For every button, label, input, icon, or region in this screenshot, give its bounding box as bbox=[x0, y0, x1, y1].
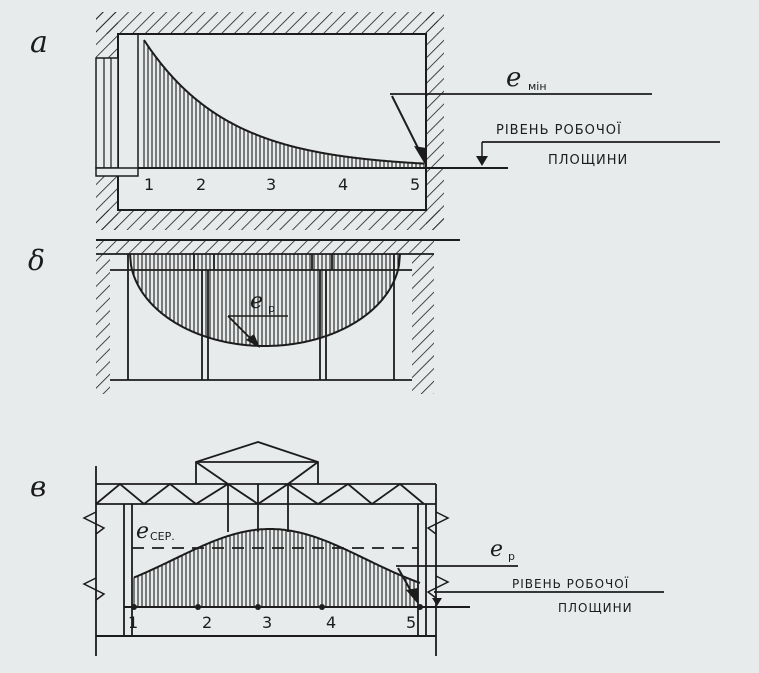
point-label-a-4: 4 bbox=[338, 175, 348, 194]
room-interior-a bbox=[117, 33, 427, 211]
working-level-label-c-line1: РІВЕНЬ РОБОЧОЇ bbox=[512, 576, 629, 591]
point-markers-c bbox=[131, 604, 423, 610]
illuminance-curve-b bbox=[129, 253, 401, 347]
floor-a bbox=[96, 210, 444, 230]
illuminance-curve-a bbox=[143, 39, 425, 168]
window-sill-a bbox=[95, 167, 139, 177]
e-p-sub-c: р bbox=[508, 550, 515, 563]
wall-right-a bbox=[426, 12, 444, 230]
e-p-arrow-c bbox=[406, 588, 418, 604]
point-label-a-1: 1 bbox=[144, 175, 154, 194]
break-mark-right bbox=[426, 511, 450, 535]
e-min-arrow bbox=[414, 146, 426, 166]
panel-c-label: в bbox=[30, 470, 46, 503]
wall-right-b bbox=[412, 254, 434, 394]
panel-a-label: а bbox=[30, 25, 48, 60]
point-label-c-3: 3 bbox=[262, 613, 272, 632]
window-opening-a bbox=[95, 57, 119, 169]
point-label-c-5: 5 bbox=[406, 613, 416, 632]
e-p-label-c: e bbox=[490, 537, 503, 562]
e-min-sub: мін bbox=[528, 80, 547, 93]
break-mark-right-2 bbox=[426, 575, 450, 599]
point-label-c-1: 1 bbox=[128, 613, 138, 632]
level-marker-c bbox=[432, 598, 442, 606]
curve-b-outline bbox=[129, 253, 401, 347]
roof-truss-c bbox=[95, 441, 436, 506]
working-level-label-c-line2: ПЛОЩИНИ bbox=[558, 601, 633, 615]
panel-c: в bbox=[30, 441, 664, 656]
e-avg-sub: СЕР. bbox=[150, 530, 175, 543]
break-mark-left bbox=[82, 511, 106, 535]
level-marker-a bbox=[476, 156, 488, 166]
curve-c-outline bbox=[133, 528, 421, 584]
e-p-sub-b: р bbox=[268, 302, 275, 315]
point-label-a-3: 3 bbox=[266, 175, 276, 194]
e-p-label-b: e bbox=[250, 289, 263, 314]
working-level-label-a-line1: РІВЕНЬ РОБОЧОЇ bbox=[496, 122, 622, 138]
point-label-c-2: 2 bbox=[202, 613, 212, 632]
point-label-a-2: 2 bbox=[196, 175, 206, 194]
wall-left-b bbox=[96, 254, 110, 394]
working-level-label-a-line2: ПЛОЩИНИ bbox=[548, 153, 628, 168]
point-label-c-4: 4 bbox=[326, 613, 336, 632]
illuminance-curve-c bbox=[133, 528, 421, 607]
break-mark-left-2 bbox=[82, 577, 106, 601]
roof-b bbox=[96, 240, 434, 254]
e-p-arrow-b bbox=[246, 334, 260, 348]
panel-b: δ e р bbox=[28, 239, 460, 394]
wall-top-a bbox=[96, 12, 438, 34]
e-min-label: e bbox=[506, 63, 521, 93]
e-avg-label: e bbox=[136, 519, 149, 544]
point-label-a-5: 5 bbox=[410, 175, 420, 194]
panel-b-label: δ bbox=[28, 244, 45, 277]
panel-a: а 1 2 3 4 5 e мін РІВЕНЬ РОБОЧОЇ bbox=[30, 12, 720, 230]
skylight-frame-b bbox=[110, 254, 412, 381]
